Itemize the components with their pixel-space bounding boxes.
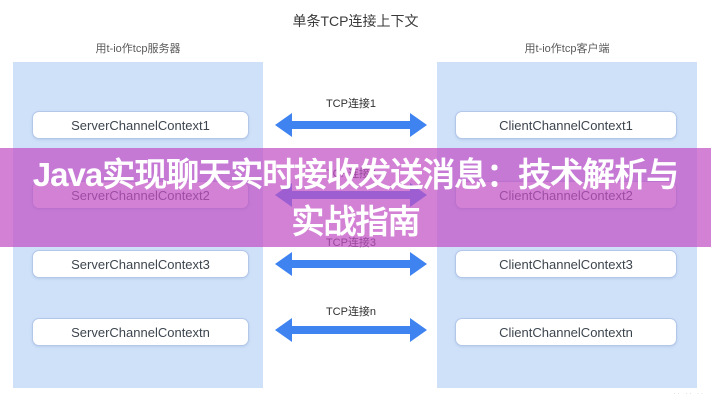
client-group-label: 用t-io作tcp客户端: [524, 43, 610, 55]
arrowhead-right-icon: [410, 318, 427, 342]
banner-title-line2: 实战指南: [291, 202, 421, 240]
double-arrow-icon-3: [275, 252, 427, 276]
server-group-label: 用t-io作tcp服务器: [95, 43, 181, 55]
server-context-box-n: ServerChannelContextn: [32, 318, 249, 346]
tcp-connection-label-n: TCP连接n: [325, 306, 377, 318]
arrow-shaft: [289, 326, 413, 334]
title-banner: Java实现聊天实时接收发送消息：技术解析与 实战指南: [0, 148, 711, 247]
double-arrow-icon-n: [275, 318, 427, 342]
client-context-box-n: ClientChannelContextn: [455, 318, 677, 346]
client-context-box-1: ClientChannelContext1: [455, 111, 677, 139]
server-context-box-3: ServerChannelContext3: [32, 250, 249, 278]
arrow-shaft: [289, 260, 413, 268]
double-arrow-icon-1: [275, 113, 427, 137]
diagram-title: 单条TCP连接上下文: [292, 13, 419, 29]
arrowhead-left-icon: [275, 252, 292, 276]
server-context-box-1: ServerChannelContext1: [32, 111, 249, 139]
arrowhead-left-icon: [275, 318, 292, 342]
arrow-shaft: [289, 121, 413, 129]
arrowhead-right-icon: [410, 252, 427, 276]
tcp-connection-label-1: TCP连接1: [325, 98, 377, 110]
arrowhead-right-icon: [410, 113, 427, 137]
client-context-box-3: ClientChannelContext3: [455, 250, 677, 278]
watermark: ·· ·· ··: [673, 391, 705, 397]
banner-title-line1: Java实现聊天实时接收发送消息：技术解析与: [32, 155, 679, 193]
arrowhead-left-icon: [275, 113, 292, 137]
